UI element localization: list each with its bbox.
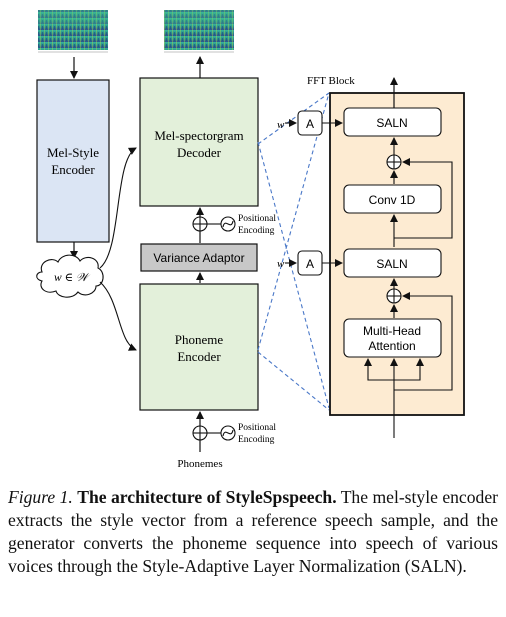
conv1d-label: Conv 1D [369,193,416,207]
figure-caption: Figure 1. The architecture of StyleSpspe… [8,486,498,578]
attention-label-1: Multi-Head [363,324,421,338]
figure-label: Figure 1. [8,487,73,507]
mel-decoder-label-1: Mel-spectorgram [154,128,243,143]
phonemes-label: Phonemes [177,458,222,470]
w-label-top: w [277,119,285,131]
saln-bottom-label: SALN [376,257,407,271]
attention-label-2: Attention [368,339,415,353]
positional-encoding-top-label-2: Encoding [238,226,275,236]
affine-bottom-block: A [297,250,323,276]
mel-style-encoder-label-2: Encoder [51,162,95,177]
fft-block-title: FFT Block [307,75,355,87]
affine-top-block: A [297,110,323,136]
positional-encoding-bottom-label-1: Positional [238,423,276,433]
w-label-bottom: w [277,258,285,270]
mel-style-encoder-block: Mel-Style Encoder [36,79,110,243]
output-spectrogram [164,10,234,53]
phoneme-encoder-block: Phoneme Encoder [139,283,259,411]
mel-decoder-label-2: Decoder [177,145,222,160]
phoneme-encoder-label-2: Encoder [177,349,221,364]
positional-encoding-bottom-label-2: Encoding [238,435,275,445]
multi-head-attention-block: Multi-Head Attention [343,318,442,358]
mel-style-encoder-label-1: Mel-Style [47,145,99,160]
positional-encoding-top-label-1: Positional [238,214,276,224]
mel-decoder-block: Mel-spectorgram Decoder [139,77,259,207]
saln-top-label: SALN [376,116,407,130]
phoneme-encoder-label-1: Phoneme [175,332,224,347]
saln-top-block: SALN [343,107,442,137]
sinusoid-icon-top [220,216,236,232]
residual-add-upper [386,154,402,170]
fft-zoom-connectors [257,92,330,411]
conv1d-block: Conv 1D [343,184,442,214]
saln-bottom-block: SALN [343,248,442,278]
caption-title: The architecture of StyleSpspeech. [77,487,337,507]
residual-add-lower [386,288,402,304]
reference-spectrogram [38,10,108,53]
affine-top-label: A [306,117,314,131]
style-vector-label: w ∈ 𝒲 [54,272,91,284]
variance-adaptor-label: Variance Adaptor [153,251,244,265]
positional-encoding-sum-bottom [192,425,208,441]
caption-body: The mel-style encoder extracts the style… [8,487,498,576]
style-vector-cloud: w ∈ 𝒲 [36,254,104,298]
variance-adaptor-block: Variance Adaptor [140,243,258,272]
architecture-diagram: Mel-Style Encoder w ∈ 𝒲 Mel-spectorgram … [36,10,465,470]
affine-bottom-label: A [306,257,314,271]
sinusoid-icon-bottom [220,425,236,441]
positional-encoding-sum-top [192,216,208,232]
